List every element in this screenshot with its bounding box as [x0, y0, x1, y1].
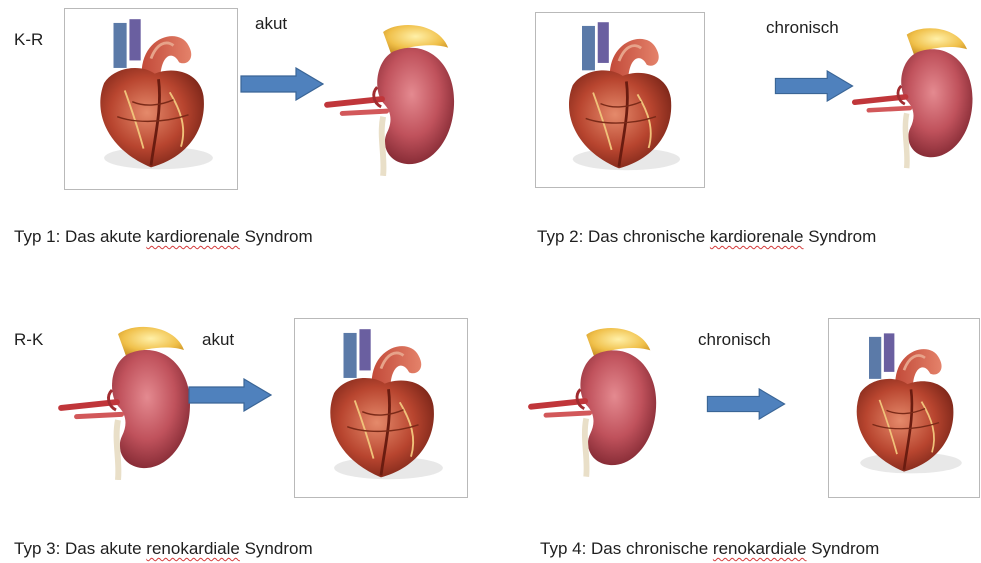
right-arrow-icon — [188, 378, 272, 412]
kidney-illustration-icon — [526, 320, 662, 478]
arrow-label: akut — [255, 14, 287, 34]
caption-term: renokardiale — [146, 539, 240, 558]
caption-prefix: Typ 4: Das chronische — [540, 539, 713, 558]
corner-label: K-R — [14, 30, 43, 50]
caption-prefix: Typ 1: Das akute — [14, 227, 146, 246]
caption-suffix: Syndrom — [240, 539, 313, 558]
caption-suffix: Syndrom — [803, 227, 876, 246]
caption: Typ 1: Das akute kardiorenale Syndrom — [14, 227, 313, 247]
heart-illustration-icon — [306, 326, 456, 488]
caption: Typ 4: Das chronische renokardiale Syndr… — [540, 539, 879, 559]
caption: Typ 3: Das akute renokardiale Syndrom — [14, 539, 313, 559]
right-arrow-icon — [706, 388, 786, 420]
caption-term: renokardiale — [713, 539, 807, 558]
caption-prefix: Typ 3: Das akute — [14, 539, 146, 558]
kidney-illustration-icon — [322, 18, 460, 176]
kidney-illustration-icon — [850, 20, 978, 170]
caption-suffix: Syndrom — [806, 539, 879, 558]
caption-term: kardiorenale — [146, 227, 240, 246]
heart-illustration-icon — [545, 20, 693, 178]
corner-label: R-K — [14, 330, 43, 350]
arrow-label: chronisch — [698, 330, 771, 350]
caption-suffix: Syndrom — [240, 227, 313, 246]
kidney-illustration-icon — [56, 320, 196, 480]
heart-illustration-icon — [76, 16, 226, 178]
right-arrow-icon — [240, 67, 324, 101]
heart-illustration-icon — [834, 326, 974, 486]
arrow-label: akut — [202, 330, 234, 350]
caption: Typ 2: Das chronische kardiorenale Syndr… — [537, 227, 876, 247]
caption-prefix: Typ 2: Das chronische — [537, 227, 710, 246]
right-arrow-icon — [774, 70, 854, 102]
arrow-label: chronisch — [766, 18, 839, 38]
caption-term: kardiorenale — [710, 227, 804, 246]
